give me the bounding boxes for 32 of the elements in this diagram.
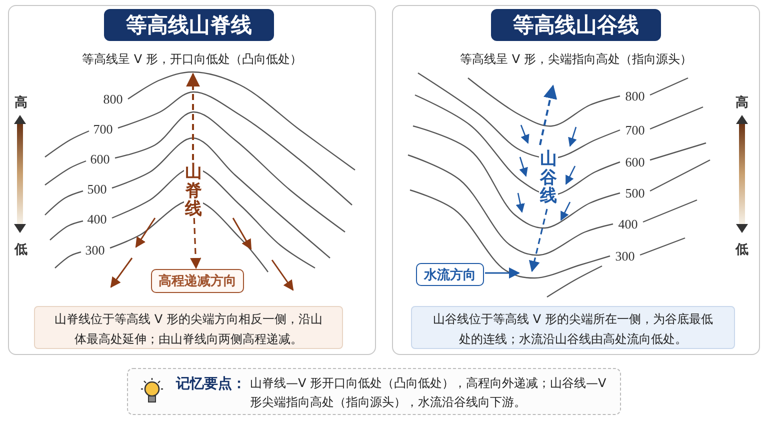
contour-value: 300	[85, 244, 105, 256]
arrow	[485, 267, 520, 279]
tag-label: 水流方向	[416, 263, 484, 286]
panel	[392, 5, 760, 355]
axis-label: 高	[736, 96, 748, 110]
arrow	[528, 208, 548, 272]
memo-box	[127, 368, 621, 415]
axis-label: 低	[736, 244, 748, 256]
contour-value: 600	[625, 156, 645, 168]
description-box: 山脊线位于等高线 V 形的尖端方向相反一侧，沿山体最高处延伸；由山脊线向两侧高程递减。	[34, 306, 343, 349]
contour-value: 700	[625, 124, 645, 136]
panel	[8, 5, 376, 355]
tag-label: 高程递减方向	[151, 269, 244, 293]
axis-label: 低	[14, 244, 28, 256]
title-banner: 等高线山谷线	[491, 9, 661, 41]
contour-value: 400	[87, 212, 107, 226]
memo-text: 山脊线—V 形开口向低处（凸向低处），高程向外递减；山谷线—V 形尖端指向高处（指向源头），水流沿谷线向下游。	[250, 375, 608, 411]
contour-value: 500	[625, 186, 645, 200]
contour-value: 700	[93, 122, 113, 136]
contour-value: 800	[625, 90, 645, 102]
arrow	[190, 218, 202, 270]
description-box: 山谷线位于等高线 V 形的尖端所在一侧，为谷底最低处的连线；水流沿山谷线由高处流向低处。	[411, 306, 735, 349]
contour-value: 300	[615, 250, 635, 262]
contour-value: 600	[90, 152, 110, 166]
memo-heading: 记忆要点：	[176, 375, 246, 393]
contour-value: 400	[618, 218, 638, 230]
contour-value: 500	[87, 182, 107, 196]
axis-label: 高	[14, 96, 28, 110]
title-banner: 等高线山脊线	[104, 9, 274, 41]
subtitle-text: 等高线呈 V 形，尖端指向高处（指向源头）	[459, 51, 693, 68]
subtitle-text: 等高线呈 V 形，开口向低处（凸向低处）	[81, 51, 303, 68]
contour-value: 800	[103, 92, 123, 106]
